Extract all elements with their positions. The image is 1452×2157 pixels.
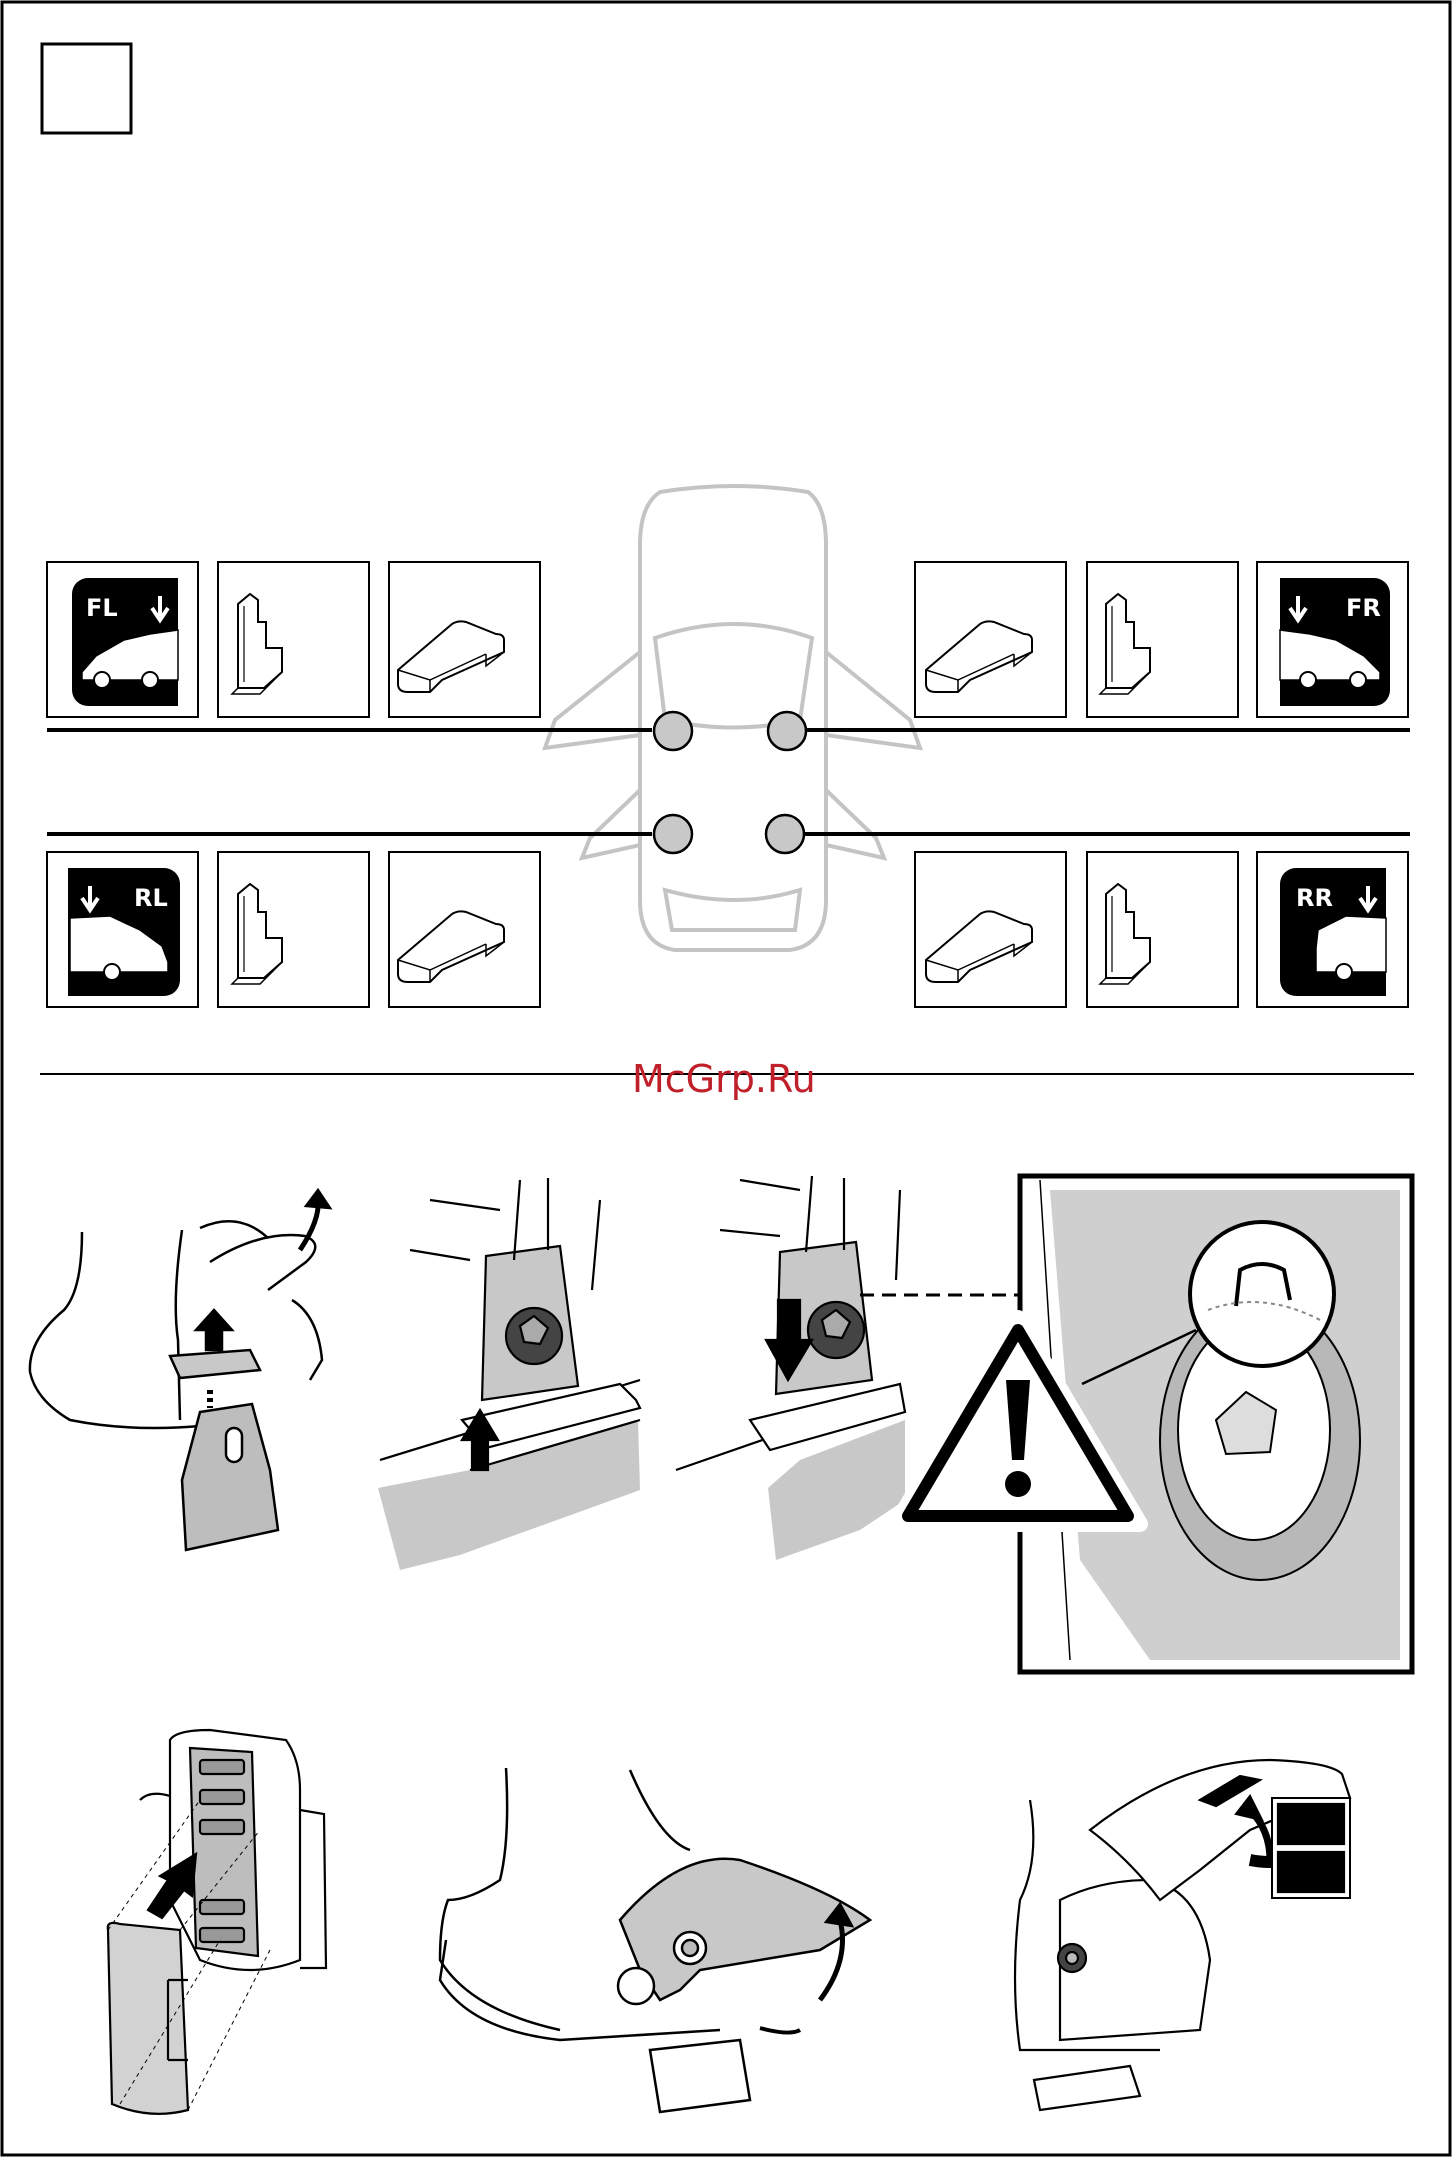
part-box-rl-pad: [389, 852, 540, 1007]
mount-point-rr: [766, 815, 804, 853]
part-box-fr-label: FR: [1257, 562, 1408, 717]
step-number-box: [42, 44, 131, 133]
illustration-remove-cover: [30, 1190, 330, 1550]
part-box-rl-label: RL: [47, 852, 198, 1007]
part-box-rl-bracket: [218, 852, 369, 1007]
position-label-fr: FR: [1346, 594, 1381, 622]
part-box-fl-label: FL: [47, 562, 198, 717]
part-box-rr-pad: [915, 852, 1066, 1007]
illustration-lock-cap: [440, 1768, 870, 2112]
illustration-apply-label: [1015, 1760, 1350, 2110]
watermark-text: McGrp.Ru: [632, 1057, 816, 1101]
mount-point-rl: [654, 815, 692, 853]
part-box-fl-pad: [389, 562, 540, 717]
illustration-bracket-up: [378, 1178, 640, 1570]
position-label-fl: FL: [86, 594, 118, 622]
illustration-attach-cover: [108, 1730, 326, 2114]
part-box-rr-label: RR: [1257, 852, 1408, 1007]
mount-point-fr: [768, 712, 806, 750]
part-box-fr-bracket: [1087, 562, 1238, 717]
arrow-up-icon: [196, 1310, 232, 1350]
part-box-rr-bracket: [1087, 852, 1238, 1007]
position-label-rr: RR: [1296, 884, 1333, 912]
mount-point-fl: [654, 712, 692, 750]
part-box-fr-pad: [915, 562, 1066, 717]
part-box-fl-bracket: [218, 562, 369, 717]
position-label-rl: RL: [134, 884, 168, 912]
car-top-view: [545, 486, 920, 950]
